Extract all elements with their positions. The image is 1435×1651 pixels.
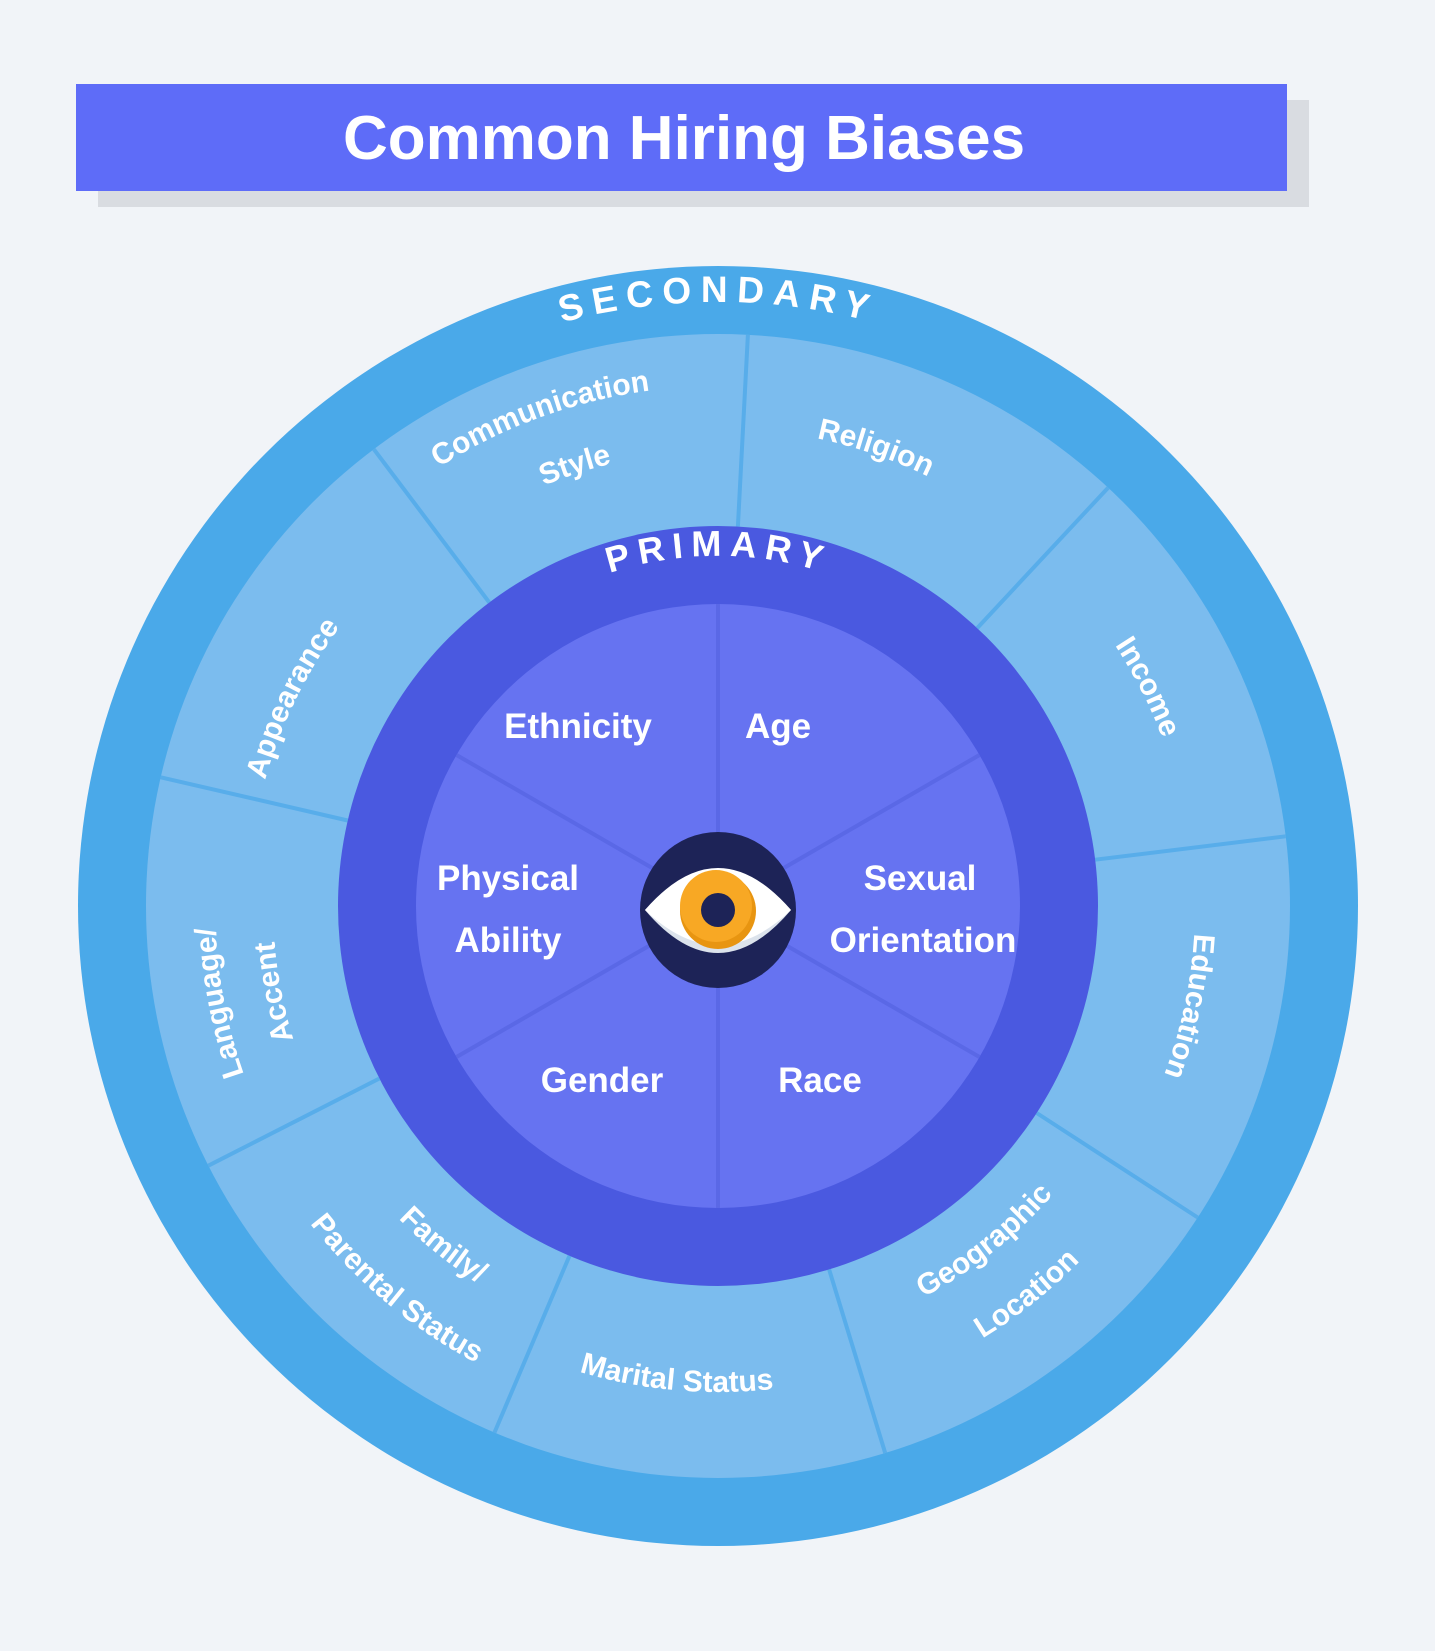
primary-label-race: Race (778, 1061, 862, 1100)
primary-bias-labels: Ethnicity Age Physical Ability Sexual Or… (437, 707, 1016, 1100)
primary-label-age: Age (745, 707, 811, 746)
bias-wheel: SECONDARY PRIMARY Communication Style Re… (78, 266, 1358, 1546)
primary-divider (777, 939, 981, 1059)
page-title: Common Hiring Biases (343, 104, 1025, 173)
secondary-divider (827, 1268, 888, 1454)
secondary-divider (1035, 1111, 1199, 1220)
primary-dividers (455, 604, 981, 1208)
secondary-divider (372, 447, 491, 604)
eye-pupil (701, 893, 735, 927)
secondary-dividers (160, 334, 1286, 1454)
primary-label-physical-ability: Physical (437, 859, 579, 898)
primary-divider (777, 753, 981, 873)
primary-divider (455, 753, 659, 873)
secondary-divider (1094, 834, 1286, 862)
secondary-divider (735, 334, 750, 527)
banner (76, 84, 1287, 191)
primary-label-physical-ability: Ability (455, 921, 562, 960)
primary-label-gender: Gender (541, 1061, 664, 1100)
title-banner: Common Hiring Biases (76, 84, 1309, 207)
primary-label-ethnicity: Ethnicity (504, 707, 652, 746)
secondary-divider (160, 775, 349, 823)
primary-label-sexual-orientation: Orientation (830, 921, 1017, 960)
secondary-divider (207, 1076, 381, 1168)
primary-label-sexual-orientation: Sexual (864, 859, 977, 898)
primary-divider (455, 939, 659, 1059)
secondary-divider (975, 486, 1110, 630)
eye-icon (640, 832, 796, 988)
secondary-divider (492, 1255, 572, 1434)
